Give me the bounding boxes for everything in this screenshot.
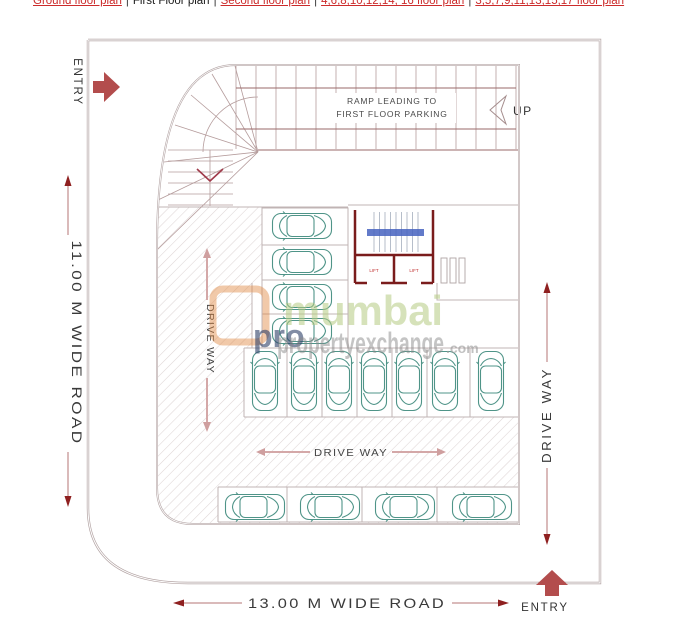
watermark-mumbai: mumbai	[283, 287, 443, 334]
plot-boundary	[86, 38, 602, 585]
driveway-right-label: DRIVE WAY	[539, 367, 554, 463]
entry-arrow-right-icon	[93, 72, 120, 102]
dimension-left-road: 11.00 M WIDE ROAD	[64, 175, 85, 507]
bottom-road-label: 13.00 M WIDE ROAD	[248, 595, 446, 611]
watermark-pro-overlay: pro	[253, 318, 305, 354]
up-label: UP	[513, 104, 533, 118]
dim-arrow-up-icon	[543, 282, 551, 293]
building-outline	[156, 64, 520, 525]
watermark-logo	[209, 285, 270, 346]
car	[429, 350, 461, 412]
dim-arrow-left-icon	[173, 599, 184, 607]
watermark: mumbai pro propertyexchange .com	[209, 285, 479, 360]
ramp-direction-chevron-icon	[196, 168, 224, 183]
nav-separator: |	[125, 0, 129, 7]
car	[323, 350, 355, 412]
entry-arrow-up-icon	[536, 570, 568, 596]
car	[393, 350, 425, 412]
driveway-bottom: DRIVE WAY	[256, 448, 446, 459]
nav-link-second-floor-plan[interactable]: Second floor plan	[220, 0, 311, 7]
car	[271, 210, 333, 242]
pink-arrow-up-icon	[203, 248, 211, 258]
dimension-bottom-road: 13.00 M WIDE ROAD	[173, 595, 509, 611]
nav-link-odd-floors-plan[interactable]: 3,5,7,9,11,13,15,17 floor plan	[475, 0, 625, 7]
entry-top-left: ENTRY	[71, 58, 120, 106]
louvers	[440, 257, 466, 284]
lift2-label: LIFT	[409, 268, 419, 273]
pink-arrow-right-icon	[437, 448, 446, 456]
dim-arrow-up-icon	[64, 175, 72, 186]
nav-separator: |	[468, 0, 472, 7]
nav-link-even-floors-plan[interactable]: 4,6,8,10,12,14, 16 floor plan	[321, 0, 465, 7]
interior-lines	[157, 204, 519, 523]
car	[249, 350, 281, 412]
dim-arrow-down-icon	[64, 496, 72, 507]
driveway-left-label: DRIVE WAY	[204, 304, 215, 374]
car	[299, 491, 361, 523]
nav-link-first-floor-plan[interactable]: First Floor plan	[132, 0, 210, 7]
pink-arrow-down-icon	[203, 422, 211, 432]
nav-link-ground-floor-plan[interactable]: Ground floor plan	[33, 0, 122, 7]
entry-bottom-right-label: ENTRY	[521, 602, 569, 614]
stair-lift-core: LIFT LIFT	[353, 210, 466, 285]
nav-separator: |	[213, 0, 217, 7]
pink-arrow-left-icon	[256, 448, 265, 456]
driveway-left: DRIVE WAY	[203, 248, 215, 432]
driveway-bottom-label: DRIVE WAY	[314, 448, 388, 459]
car	[288, 350, 320, 412]
car	[475, 350, 507, 412]
nav-separator: |	[314, 0, 318, 7]
stair-landing	[367, 229, 424, 236]
car	[451, 491, 513, 523]
car	[358, 350, 390, 412]
watermark-propertyexchange: propertyexchange	[277, 327, 444, 360]
car	[374, 491, 436, 523]
ramp-label-line1: RAMP LEADING TO	[347, 96, 437, 106]
up-chevron-icon	[489, 94, 508, 126]
left-road-label: 11.00 M WIDE ROAD	[69, 241, 85, 446]
entry-bottom-right: ENTRY	[521, 570, 569, 614]
entry-top-left-label: ENTRY	[71, 58, 83, 106]
floor-plan-nav: Ground floor plan|First Floor plan|Secon…	[30, 0, 627, 8]
car	[224, 491, 286, 523]
dimension-right-driveway: DRIVE WAY	[539, 282, 554, 545]
ramp-label-line2: FIRST FLOOR PARKING	[336, 109, 447, 119]
car	[271, 246, 333, 278]
lift1-label: LIFT	[369, 268, 379, 273]
dim-arrow-down-icon	[543, 534, 551, 545]
ramp: RAMP LEADING TO FIRST FLOOR PARKING UP	[156, 65, 533, 251]
dim-arrow-right-icon	[498, 599, 509, 607]
watermark-com: .com	[446, 340, 479, 356]
